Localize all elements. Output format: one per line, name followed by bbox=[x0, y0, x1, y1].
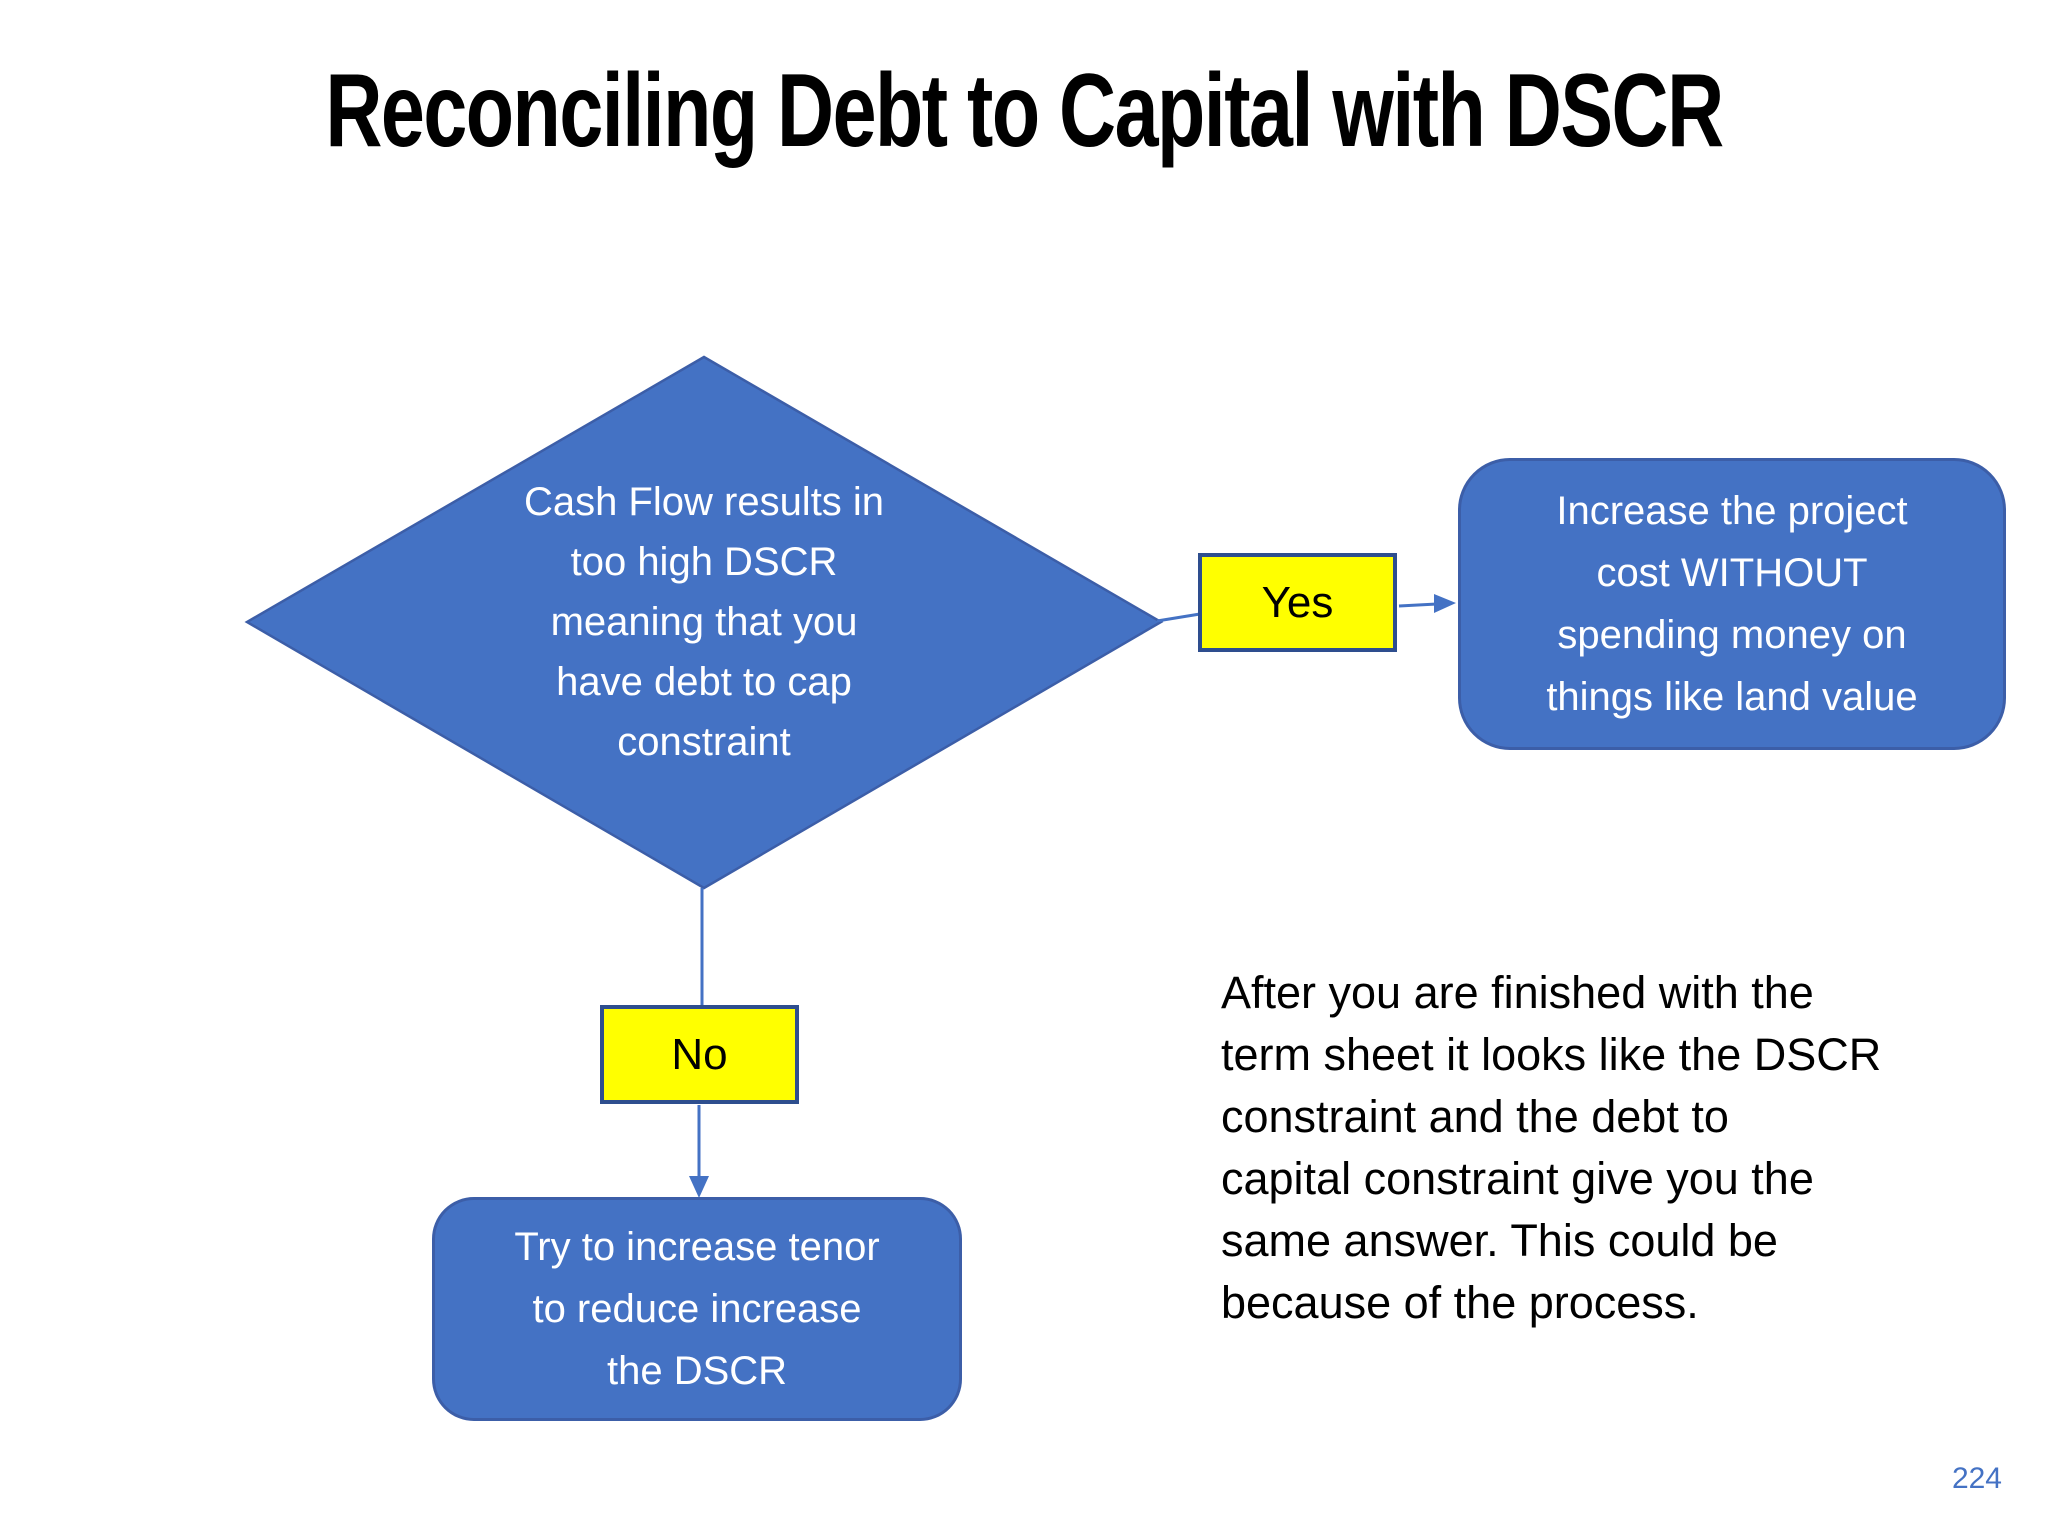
slide-title: Reconciling Debt to Capital with DSCR bbox=[325, 53, 1724, 169]
arrowhead-yes-icon bbox=[1434, 594, 1456, 613]
yes-label-box: Yes bbox=[1198, 553, 1397, 652]
decision-diamond-shape bbox=[244, 355, 1164, 890]
yes-outcome-box: Increase the project cost WITHOUT spendi… bbox=[1458, 458, 2006, 750]
arrowhead-no-icon bbox=[689, 1176, 709, 1198]
decision-diamond-text: Cash Flow results in too high DSCR meani… bbox=[523, 480, 885, 764]
no-label-box: No bbox=[600, 1005, 799, 1104]
connector-yes-to-outcome bbox=[1398, 602, 1438, 608]
page-number: 224 bbox=[1951, 1462, 2002, 1495]
note-text: After you are finished with the term she… bbox=[1221, 967, 1882, 1328]
no-outcome-box: Try to increase tenor to reduce increase… bbox=[432, 1197, 962, 1421]
connector-diamond-to-yes bbox=[1156, 612, 1201, 623]
